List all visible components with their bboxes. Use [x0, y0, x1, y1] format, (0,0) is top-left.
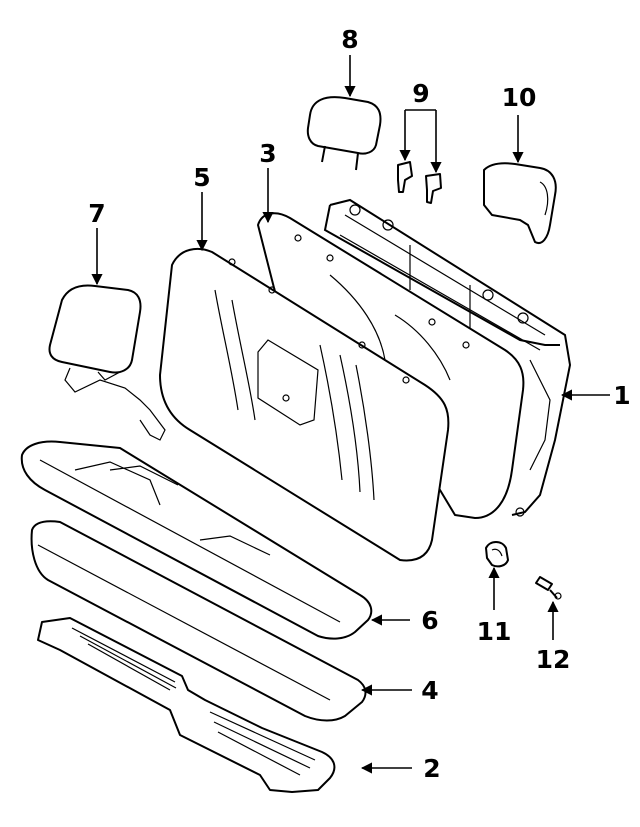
leader-lines [91, 55, 610, 774]
clip-part [485, 541, 509, 568]
seatback-frame [323, 198, 572, 517]
seat-cushion-cover [20, 440, 373, 640]
callout-labels: 8 9 10 3 5 7 1 6 4 2 11 12 [88, 25, 630, 783]
headrest-guides [397, 161, 442, 204]
hinge-cover [483, 162, 557, 244]
callout-1: 1 [613, 381, 630, 410]
callout-11: 11 [477, 617, 512, 646]
bolt-part [535, 576, 562, 600]
callout-8: 8 [341, 25, 358, 54]
callout-4: 4 [421, 676, 438, 705]
callout-2: 2 [423, 754, 440, 783]
seat-frame [37, 617, 336, 793]
callout-7: 7 [88, 199, 105, 228]
callout-12: 12 [536, 645, 571, 674]
callout-3: 3 [259, 139, 276, 168]
callout-5: 5 [193, 163, 210, 192]
seat-cushion-pad [30, 520, 367, 722]
callout-10: 10 [502, 83, 537, 112]
callout-9: 9 [412, 79, 429, 108]
armrest-assembly [48, 284, 166, 441]
headrest [306, 96, 382, 171]
callout-6: 6 [421, 606, 438, 635]
